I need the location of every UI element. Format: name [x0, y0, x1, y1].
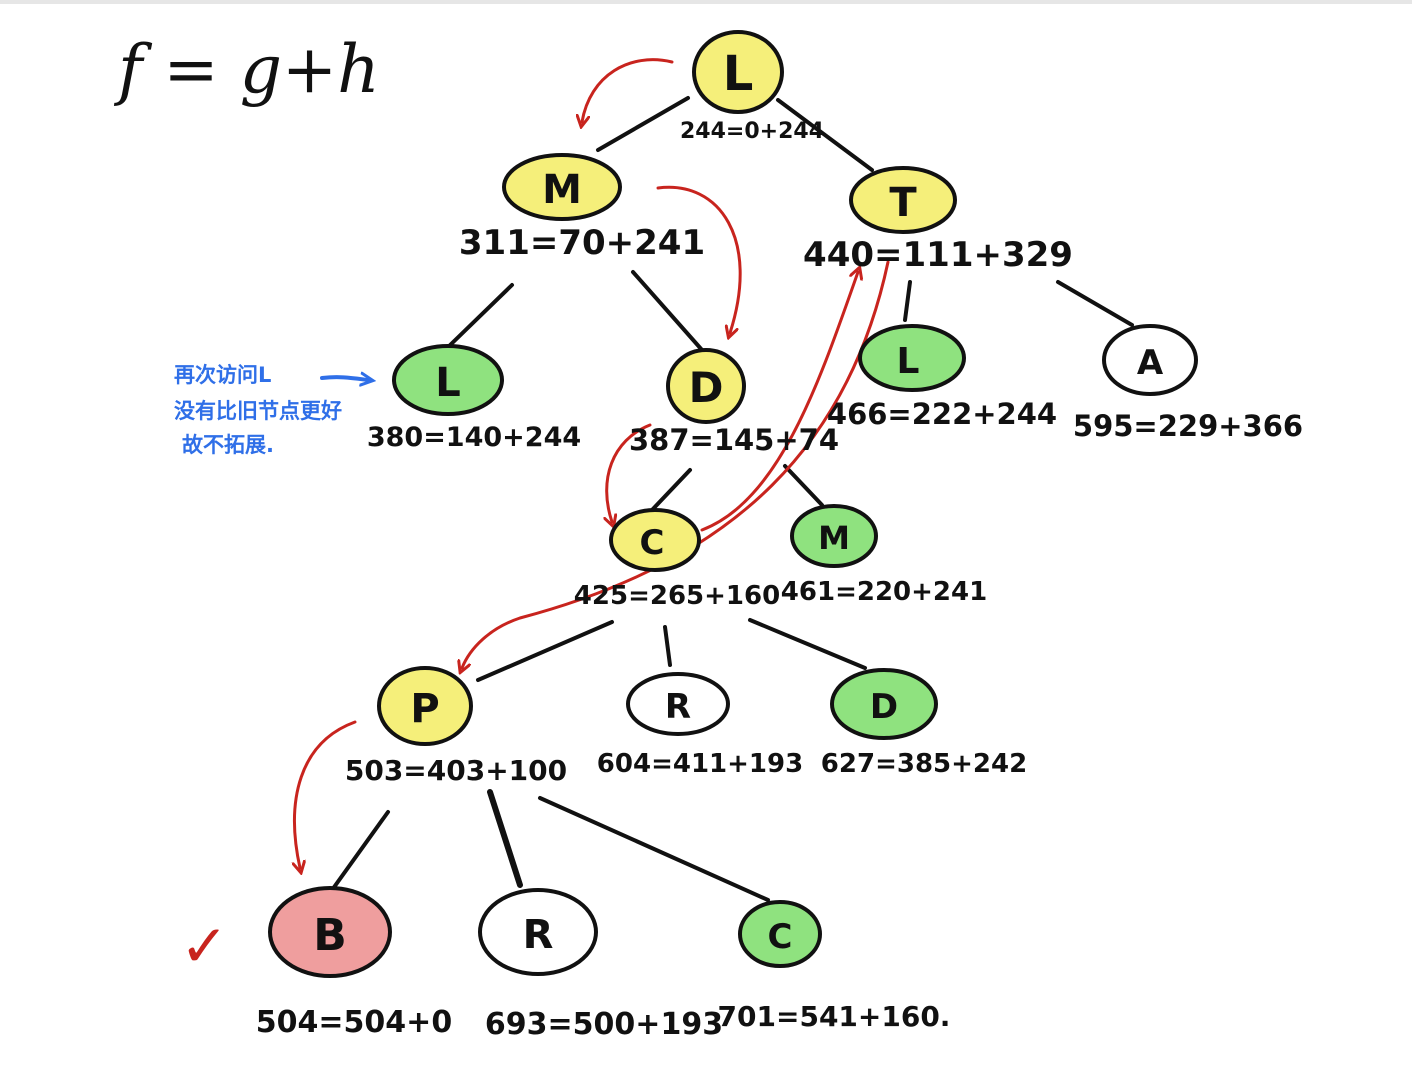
node-value: 693=500+193	[485, 1007, 723, 1042]
node-t1: T 440=111+329	[803, 166, 1073, 275]
edge-p-b	[330, 810, 390, 892]
node-letter: L	[897, 341, 920, 382]
node-letter: A	[1137, 343, 1164, 383]
node-value: 503=403+100	[345, 754, 567, 787]
top-edge	[0, 0, 1412, 4]
node-value: 466=222+244	[827, 397, 1057, 431]
edge-d-m	[783, 464, 824, 507]
node-letter: R	[665, 687, 691, 727]
annotation-line-1: 再次访问L	[174, 363, 271, 387]
node-letter: B	[313, 910, 347, 961]
node-value: 627=385+242	[821, 749, 1027, 779]
node-value: 595=229+366	[1073, 409, 1303, 443]
node-letter: D	[689, 363, 724, 412]
edge-l-m	[596, 96, 690, 152]
edge-m-d	[631, 270, 704, 352]
edge-c-r	[663, 625, 672, 667]
annotation-line-2: 没有比旧节点更好	[174, 399, 342, 423]
formula-text: f = g+h	[113, 31, 380, 108]
node-letter: M	[818, 519, 850, 557]
node-root-l: L 244=0+244	[680, 30, 824, 144]
node-value: 244=0+244	[680, 119, 824, 144]
node-letter: D	[870, 687, 898, 727]
node-r4: R 604=411+193	[597, 672, 803, 779]
node-value: 604=411+193	[597, 749, 803, 779]
node-value: 387=145+74	[629, 423, 839, 457]
node-l3: L 466=222+244	[827, 324, 1057, 431]
node-a3: A 595=229+366	[1073, 324, 1303, 443]
node-value: 380=140+244	[367, 422, 581, 453]
arrow-c-to-t	[700, 272, 858, 532]
node-letter: R	[523, 912, 554, 958]
node-letter: C	[768, 917, 793, 957]
arrow-m-to-d	[656, 185, 742, 333]
edge-p-c	[538, 796, 770, 902]
node-b5-goal: B 504=504+0	[256, 886, 452, 1040]
node-letter: L	[723, 46, 754, 102]
node-letter: C	[640, 523, 665, 563]
edge-c-p	[476, 620, 614, 682]
edge-c-d	[748, 618, 867, 670]
edge-t-l	[903, 280, 912, 322]
node-c3: C 425=265+160	[574, 508, 780, 611]
node-letter: P	[410, 686, 439, 732]
node-value: 311=70+241	[459, 223, 705, 263]
node-m3: M 461=220+241	[781, 504, 987, 607]
arrow-d-to-c	[607, 423, 652, 522]
arrow-l-to-m	[582, 58, 674, 122]
edge-t-a	[1056, 280, 1134, 327]
node-d4: D 627=385+242	[821, 668, 1027, 779]
revisit-annotation: 再次访问L 没有比旧节点更好 故不拓展.	[174, 363, 368, 457]
edge-m-l	[443, 283, 514, 352]
node-value: 504=504+0	[256, 1005, 452, 1040]
node-letter: M	[542, 167, 582, 213]
node-value: 425=265+160	[574, 581, 780, 611]
tree-edges	[330, 96, 1134, 902]
node-letter: L	[435, 360, 461, 406]
node-l2: L 380=140+244	[367, 344, 581, 453]
annotation-arrow	[320, 377, 368, 380]
node-p4: P 503=403+100	[345, 666, 567, 787]
node-d2: D 387=145+74	[629, 348, 839, 457]
edge-d-c	[650, 468, 692, 512]
node-value: 701=541+160.	[718, 1000, 951, 1033]
node-c5: C 701=541+160.	[718, 900, 951, 1033]
goal-checkmark-icon: ✓	[180, 912, 229, 980]
annotation-line-3: 故不拓展.	[182, 433, 274, 457]
node-value: 440=111+329	[803, 235, 1073, 275]
node-letter: T	[889, 180, 917, 226]
edge-p-r	[487, 789, 523, 888]
edge-l-t	[776, 98, 874, 172]
node-value: 461=220+241	[781, 577, 987, 607]
arrow-p-to-b	[295, 720, 357, 868]
node-r5: R 693=500+193	[478, 888, 723, 1042]
node-m1: M 311=70+241	[459, 153, 705, 263]
